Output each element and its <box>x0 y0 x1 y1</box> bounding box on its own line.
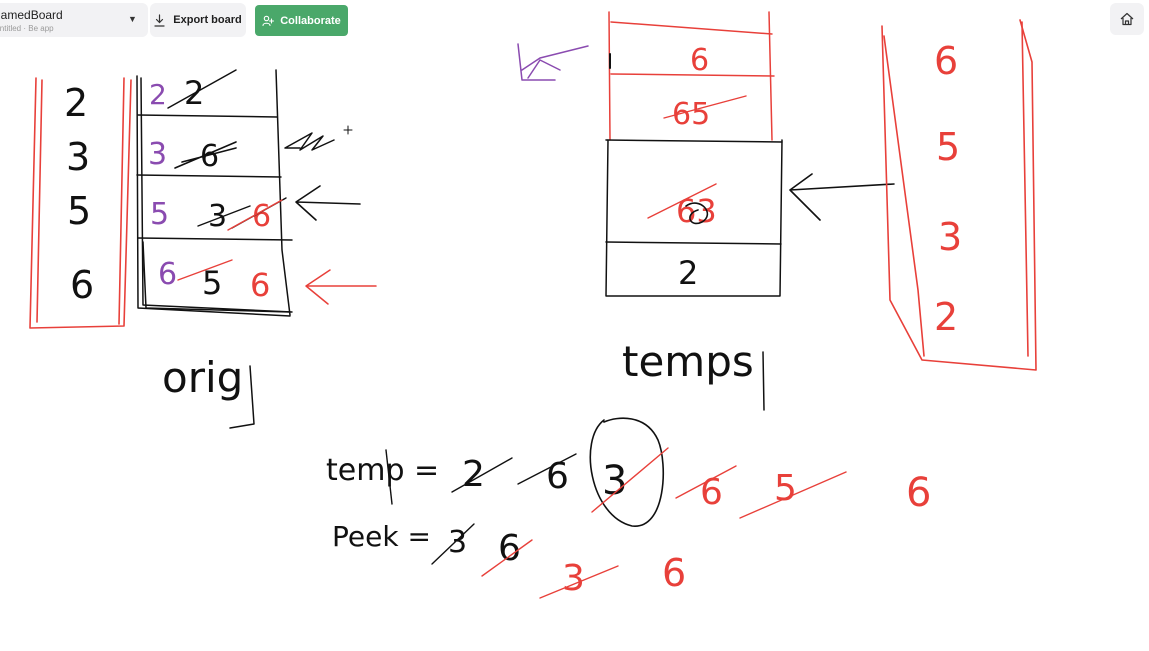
orig-table-value: 5 <box>202 264 222 302</box>
collaborate-button[interactable]: Collaborate <box>255 5 348 36</box>
strike-mark <box>539 565 619 599</box>
orig-table-purple-value: 3 <box>148 137 167 172</box>
orig-table-value: 6 <box>200 139 219 174</box>
temp-expression-label: temp = <box>326 453 439 488</box>
orig-stack-values: 2 3 5 6 <box>64 81 94 307</box>
strike-mark <box>739 471 847 519</box>
orig-g-tail <box>229 365 255 429</box>
scribble-mark <box>685 202 709 225</box>
board-subtitle: Untitled · Be app <box>0 24 54 33</box>
circle-highlight <box>589 417 665 527</box>
temp-value: 6 <box>906 470 931 516</box>
temps-table-value: 6 <box>690 43 709 78</box>
arrow-scribble <box>284 132 335 151</box>
temp-p-tail <box>385 449 393 505</box>
temps-label: temps <box>622 337 754 386</box>
export-board-label: Export board <box>173 14 242 26</box>
orig-table-purple-value: 5 <box>150 197 169 232</box>
strike-mark <box>174 141 237 169</box>
orig-table-purple-value: 6 <box>158 257 177 292</box>
orig-table <box>136 69 293 317</box>
board-title: namedBoard <box>0 8 63 22</box>
strike-mark <box>591 447 669 513</box>
temps-stack-value: 5 <box>936 125 960 169</box>
user-add-icon <box>262 15 275 26</box>
temps-table-red <box>608 11 775 141</box>
chevron-down-icon: ▼ <box>128 14 137 24</box>
strike-mark <box>451 457 513 493</box>
peek-value: 6 <box>498 528 521 569</box>
orig-stack-value: 3 <box>66 135 90 179</box>
temp-value: 2 <box>462 454 485 495</box>
home-button[interactable] <box>1110 3 1144 35</box>
strike-mark <box>675 465 737 499</box>
peek-value: 6 <box>662 551 686 595</box>
strike-mark <box>431 523 475 565</box>
export-board-button[interactable]: Export board <box>150 3 246 37</box>
peek-value: 3 <box>448 525 467 560</box>
strike-mark <box>663 95 747 119</box>
orig-table-red-value: 6 <box>250 266 270 304</box>
orig-table-purple-value: 2 <box>149 78 167 111</box>
strike-mark <box>517 453 577 485</box>
orig-table-value: 3 <box>208 199 227 234</box>
strike-mark <box>647 183 717 219</box>
orig-stack-value: 6 <box>70 263 94 307</box>
strike-mark <box>481 539 533 577</box>
orig-label: orig <box>162 353 243 402</box>
temp-value: 6 <box>546 456 569 497</box>
purple-scribble <box>517 43 589 81</box>
strike-mark <box>167 69 237 109</box>
collaborate-label: Collaborate <box>280 14 341 27</box>
temps-stack-values: 6 5 3 2 <box>934 39 962 339</box>
temp-value: 3 <box>602 458 627 504</box>
orig-stack-value: 2 <box>64 81 88 125</box>
temps-table <box>605 53 783 297</box>
orig-stack-outline <box>29 77 132 329</box>
peek-value: 3 <box>562 558 585 599</box>
temps-stack-value: 3 <box>938 215 962 259</box>
arrow-left-red <box>305 269 377 305</box>
temp-value: 5 <box>774 468 797 509</box>
orig-stack-value: 5 <box>67 189 91 233</box>
temps-stack-value: 6 <box>934 39 958 83</box>
strike-mark <box>227 199 283 231</box>
temp-value: 6 <box>700 472 723 513</box>
temps-table-value: 2 <box>678 254 698 292</box>
board-menu-button[interactable]: namedBoard Untitled · Be app ▼ <box>0 3 148 37</box>
plus-mark <box>343 125 353 135</box>
arrow-left <box>789 173 895 221</box>
orig-table-red-value: 6 <box>252 199 271 234</box>
temps-stack-value: 2 <box>934 295 958 339</box>
home-icon <box>1120 12 1134 26</box>
strike-mark <box>177 259 233 281</box>
arrow-left <box>295 185 361 221</box>
download-icon <box>154 13 165 27</box>
temps-p-tail <box>762 351 765 411</box>
temps-stack-outline <box>881 19 1037 371</box>
peek-expression-label: Peek = <box>332 520 431 553</box>
